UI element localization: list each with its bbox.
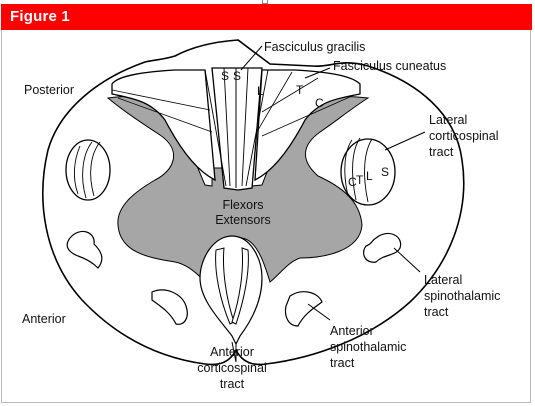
top-marker xyxy=(262,0,268,4)
label-lateral-spinothalamic-1: Lateral xyxy=(424,273,462,287)
label-posterior: Posterior xyxy=(24,83,74,97)
posterior-column-left-lobe xyxy=(111,69,216,182)
label-anterior-corticospinal-1: Anterior xyxy=(210,345,254,359)
label-anterior-corticospinal-3: tract xyxy=(220,377,245,391)
figure-title: Figure 1 xyxy=(10,8,70,25)
label-lateral-spinothalamic-3: tract xyxy=(424,305,449,319)
label-anterior-spinothalamic-1: Anterior xyxy=(330,324,374,338)
figure-frame xyxy=(1,30,531,403)
cuneatus-letter-c: C xyxy=(315,96,324,110)
lateral-corticospinal-tract-right xyxy=(340,137,396,206)
label-extensors: Extensors xyxy=(215,213,271,227)
gracilis-letter-s2: S xyxy=(233,69,241,83)
cuneatus-letter-t: T xyxy=(296,83,304,97)
label-anterior-spinothalamic-3: tract xyxy=(330,356,355,370)
posterior-column-right-lobe xyxy=(254,69,361,182)
leader-lines xyxy=(231,45,426,363)
corticospinal-letter-l: L xyxy=(366,169,373,183)
label-anterior-spinothalamic-2: spinothalamic xyxy=(330,340,406,354)
gracilis-letter-s1: S xyxy=(221,69,229,83)
anterior-spinothalamic-left xyxy=(151,289,188,325)
lateral-corticospinal-tract-left xyxy=(65,139,111,201)
label-anterior: Anterior xyxy=(22,312,66,326)
figure-header: Figure 1 xyxy=(1,4,532,30)
lateral-spinothalamic-right xyxy=(363,233,402,263)
corticospinal-letter-s: S xyxy=(381,165,389,179)
corticospinal-letter-t: T xyxy=(356,173,364,187)
cuneatus-letter-l: L xyxy=(257,84,264,98)
label-lateral-corticospinal-2: corticospinal xyxy=(429,129,498,143)
label-anterior-corticospinal-2: corticospinal xyxy=(197,361,266,375)
lateral-spinothalamic-left xyxy=(66,230,103,269)
fasciculus-gracilis-region xyxy=(211,67,263,191)
anterior-spinothalamic-right xyxy=(284,291,323,327)
label-lateral-corticospinal-1: Lateral xyxy=(429,113,467,127)
label-flexors: Flexors xyxy=(223,198,264,212)
corticospinal-letter-c: C xyxy=(348,175,357,189)
label-lateral-corticospinal-3: tract xyxy=(429,145,454,159)
label-lateral-spinothalamic-2: spinothalamic xyxy=(424,289,500,303)
label-fasciculus-cuneatus: Fasciculus cuneatus xyxy=(333,59,446,73)
anterior-corticospinal-right xyxy=(231,247,249,325)
label-fasciculus-gracilis: Fasciculus gracilis xyxy=(264,40,365,54)
